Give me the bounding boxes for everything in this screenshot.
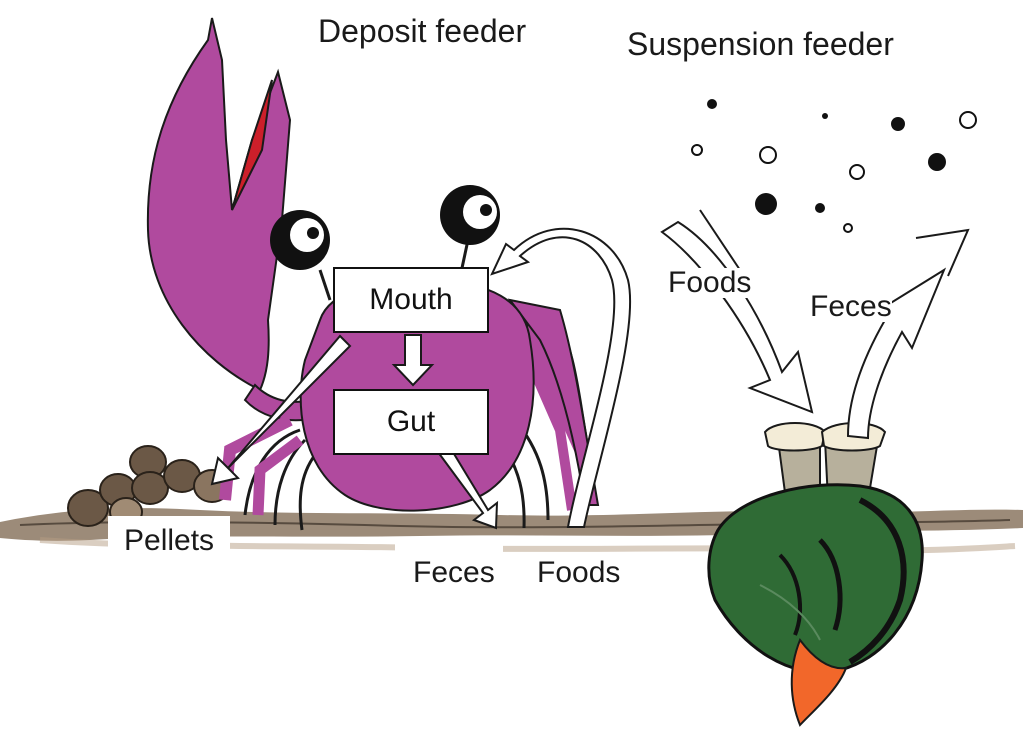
- eye-stalk-icon: [440, 185, 500, 245]
- suspension-feeder-title: Suspension feeder: [627, 28, 894, 60]
- pellets-label: Pellets: [108, 516, 230, 566]
- gut-box: Gut: [333, 389, 489, 455]
- particle-icon: [692, 99, 976, 232]
- mussel-icon: [709, 423, 922, 725]
- arrow-icon: [662, 210, 968, 438]
- mussel-foods-label: Foods: [668, 268, 751, 298]
- crab-foods-label: Foods: [537, 558, 622, 594]
- claw-icon: [148, 18, 290, 390]
- mouth-box: Mouth: [333, 267, 489, 333]
- mussel-feces-label: Feces: [810, 292, 892, 322]
- eye-stalk-icon: [270, 210, 330, 270]
- deposit-feeder-title: Deposit feeder: [318, 15, 526, 47]
- crab-feces-label: Feces: [395, 538, 503, 594]
